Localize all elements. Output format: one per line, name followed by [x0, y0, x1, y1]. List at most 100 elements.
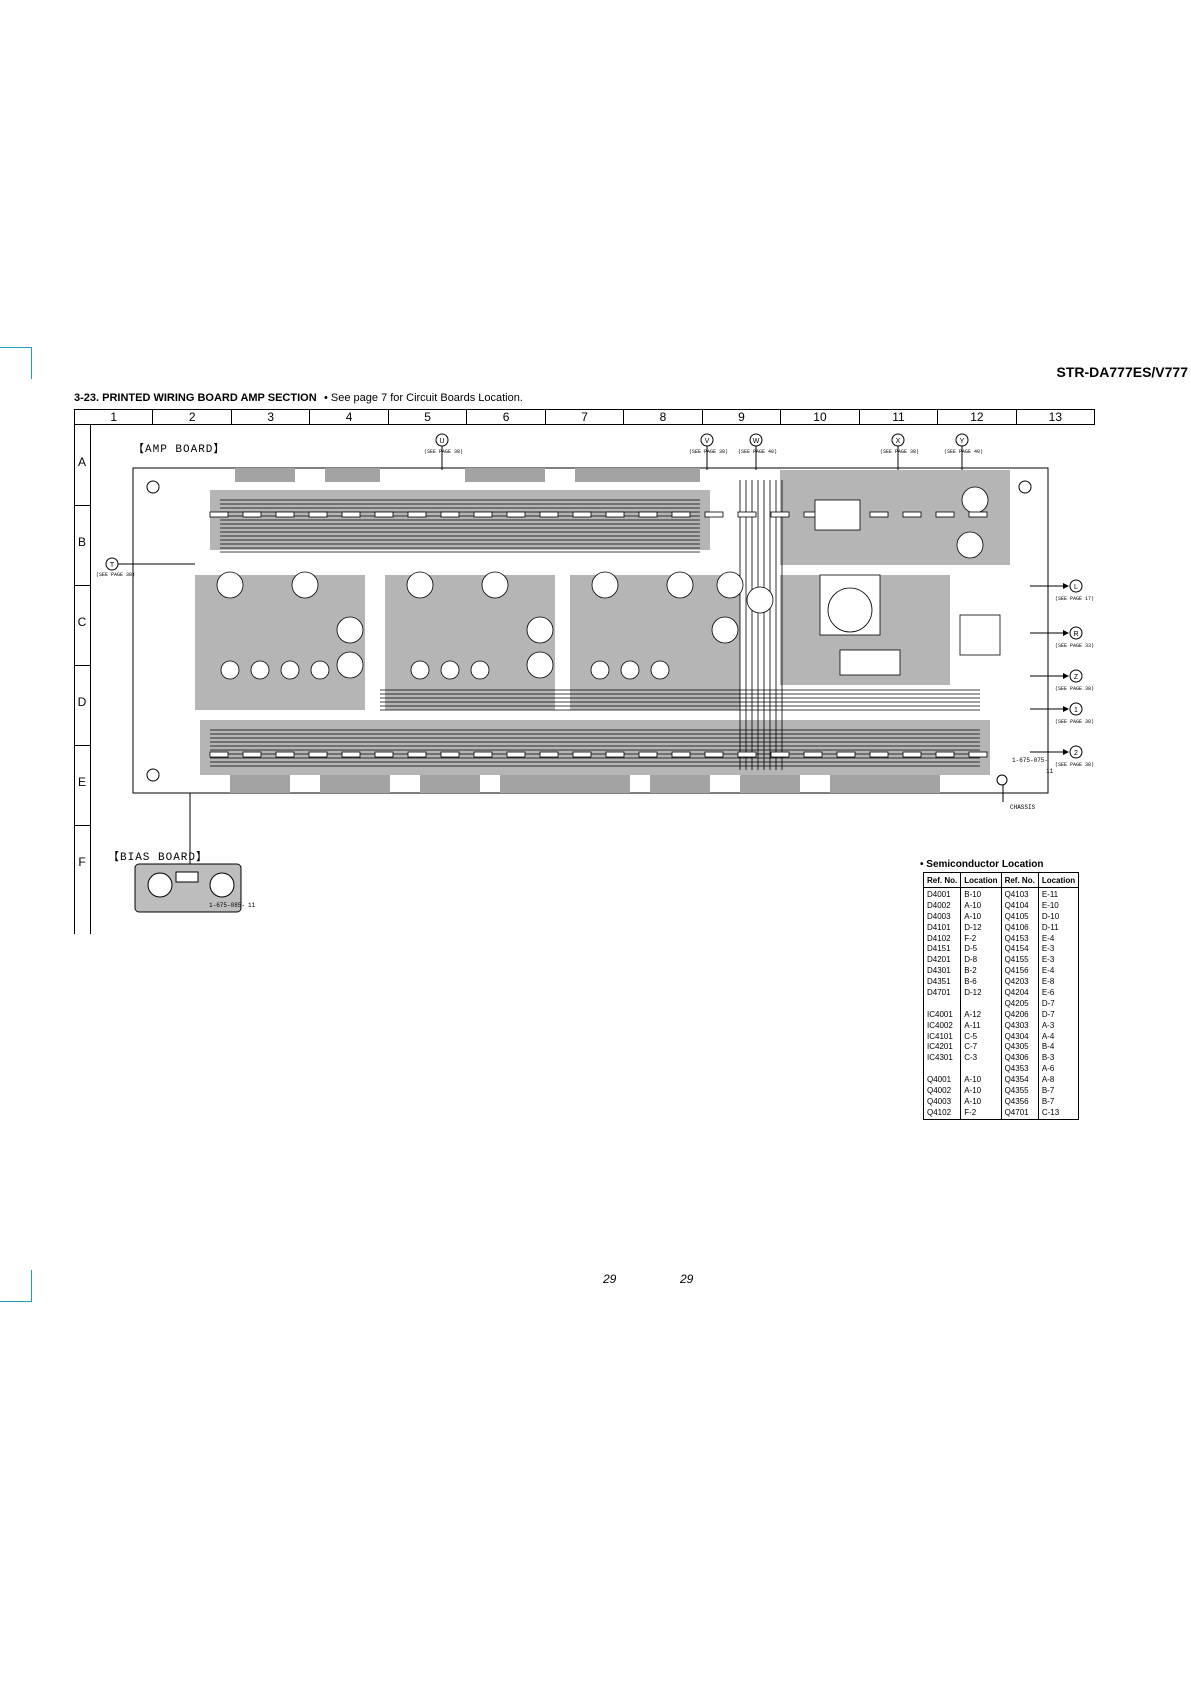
connector-T-page: (SEE PAGE 38) — [96, 572, 136, 578]
table-cell: Q4206 — [1000, 1009, 1039, 1021]
grid-row-F: F — [78, 855, 86, 869]
table-cell: A-8 — [1037, 1075, 1080, 1087]
table-cell: Q4153 — [1000, 933, 1039, 945]
table-cell: Q4305 — [1000, 1042, 1039, 1054]
grid-row-C: C — [77, 615, 87, 629]
connector-T-letter: T — [110, 562, 115, 569]
connector-R-letter: R — [1073, 631, 1078, 638]
connector-W-letter: W — [753, 438, 760, 445]
table-cell: D4301 — [922, 966, 962, 978]
connector-X-page: (SEE PAGE 38) — [880, 449, 920, 455]
table-cell: E-3 — [1037, 955, 1080, 967]
table-cell: D4701 — [922, 988, 962, 999]
connector-L-page: (SEE PAGE 17) — [1055, 596, 1095, 602]
table-cell: IC4001 — [922, 1009, 962, 1021]
table-cell: B-3 — [1037, 1053, 1080, 1065]
connector-L-letter: L — [1074, 584, 1078, 591]
table-cell: D-11 — [1037, 922, 1080, 934]
grid-row-divider — [74, 825, 90, 826]
table-cell: E-8 — [1037, 977, 1080, 989]
table-cell: Q4105 — [1000, 911, 1039, 923]
page-number-left: 29 — [603, 1272, 617, 1286]
table-cell — [922, 998, 962, 1010]
semiconductor-title: • Semiconductor Location — [920, 859, 1044, 870]
table-cell — [960, 998, 1002, 1010]
grid-column-1: 1 — [110, 410, 118, 424]
connector-Z-symbol — [1069, 669, 1083, 683]
table-cell: E-3 — [1037, 944, 1080, 956]
table-cell: D4001 — [922, 887, 962, 901]
connector-V-page: (SEE PAGE 38) — [689, 449, 729, 455]
table-cell: Q4353 — [1000, 1064, 1039, 1076]
table-cell: D4102 — [922, 933, 962, 945]
crop-mark-bottom — [0, 1270, 32, 1302]
table-cell: Q4356 — [1000, 1096, 1039, 1108]
mounting-hole — [1018, 480, 1032, 494]
table-cell: Q4154 — [1000, 944, 1039, 956]
table-cell: E-4 — [1037, 933, 1080, 945]
table-cell: Q4306 — [1000, 1053, 1039, 1065]
table-cell: F-2 — [960, 1107, 1002, 1120]
table-cell: Q4001 — [922, 1075, 962, 1087]
table-cell: Q4104 — [1000, 900, 1039, 912]
table-cell: Q4701 — [1000, 1107, 1039, 1120]
connector-1-page: (SEE PAGE 38) — [1055, 719, 1095, 725]
table-header: Ref. No. — [922, 872, 962, 888]
table-cell: E-11 — [1037, 887, 1080, 901]
table-cell: A-12 — [960, 1009, 1002, 1021]
bias-board-label: 【BIAS BOARD】 — [108, 852, 209, 864]
chassis-terminal — [996, 774, 1008, 786]
section-title: 3-23. PRINTED WIRING BOARD AMP SECTION — [74, 392, 317, 404]
table-cell: Q4354 — [1000, 1075, 1039, 1087]
table-cell: Q4204 — [1000, 988, 1039, 999]
table-cell: A-6 — [1037, 1064, 1080, 1076]
table-cell: D-7 — [1037, 998, 1080, 1010]
connector-Y-page: (SEE PAGE 40) — [944, 449, 984, 455]
table-cell — [922, 1064, 962, 1076]
connector-U-page: (SEE PAGE 38) — [424, 449, 464, 455]
grid-column-7: 7 — [544, 410, 623, 424]
table-cell: Q4102 — [922, 1107, 962, 1120]
connector-1-letter: 1 — [1074, 707, 1078, 714]
grid-row-divider — [74, 505, 90, 506]
connector-2-page: (SEE PAGE 38) — [1055, 762, 1095, 768]
connector-U-letter: U — [439, 438, 444, 445]
table-cell: D-7 — [1037, 1009, 1080, 1021]
table-cell: E-6 — [1037, 988, 1080, 999]
amp-board-code-number: 11 — [1046, 768, 1054, 775]
grid-row-divider — [74, 745, 90, 746]
table-cell: Q4156 — [1000, 966, 1039, 978]
table-cell: E-4 — [1037, 966, 1080, 978]
table-cell: Q4003 — [922, 1096, 962, 1108]
grid-column-13: 13 — [1015, 410, 1094, 424]
table-cell: A-10 — [960, 1075, 1002, 1087]
grid-column-6: 6 — [466, 410, 544, 424]
table-cell: A-10 — [960, 1096, 1002, 1108]
table-cell: C-13 — [1037, 1107, 1080, 1120]
table-cell: D-10 — [1037, 911, 1080, 923]
table-cell: A-3 — [1037, 1020, 1080, 1032]
table-cell: B-6 — [960, 977, 1002, 989]
connector-Z-page: (SEE PAGE 38) — [1055, 686, 1095, 692]
section-note: • See page 7 for Circuit Boards Location… — [324, 392, 523, 404]
table-cell: D4003 — [922, 911, 962, 923]
crop-mark-top — [0, 347, 32, 379]
table-cell: E-10 — [1037, 900, 1080, 912]
table-cell: D4351 — [922, 977, 962, 989]
table-header: Location — [960, 872, 1002, 888]
table-cell: IC4301 — [922, 1053, 962, 1065]
